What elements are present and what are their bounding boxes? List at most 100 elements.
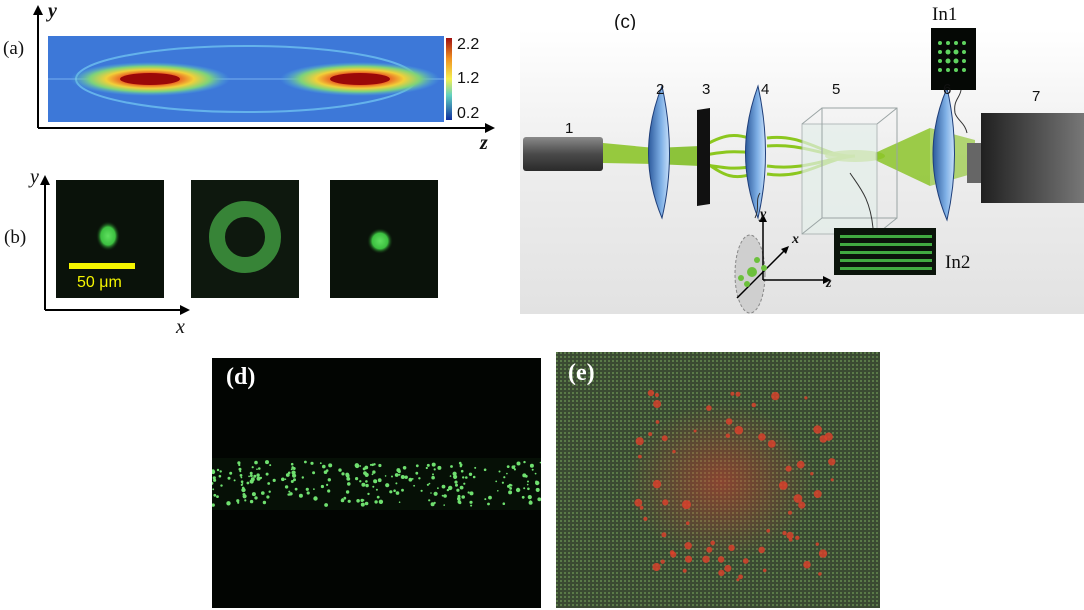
component-number: 6 xyxy=(943,81,952,98)
particle xyxy=(347,482,351,486)
particle xyxy=(408,477,413,482)
particle xyxy=(724,564,732,572)
particle xyxy=(454,480,458,484)
panel-a-axes xyxy=(33,5,495,133)
particle xyxy=(437,487,439,490)
panel-e-image: (e) xyxy=(556,352,880,608)
particle xyxy=(433,468,436,471)
inset-in2-label: In2 xyxy=(945,252,971,273)
particle xyxy=(241,487,246,493)
particle xyxy=(830,478,834,482)
particle xyxy=(287,493,290,496)
particle xyxy=(226,501,231,506)
particle xyxy=(448,485,453,491)
particle xyxy=(818,549,828,558)
particle xyxy=(345,473,350,478)
particle xyxy=(725,433,730,438)
particle xyxy=(497,490,499,492)
particle xyxy=(495,480,498,483)
particle xyxy=(213,478,217,482)
beam-profile-spot-1 xyxy=(56,180,164,298)
particle xyxy=(430,502,435,507)
particle xyxy=(461,495,465,499)
particle xyxy=(250,477,255,482)
panel-b-y-axis-label: y xyxy=(30,166,39,188)
particle xyxy=(828,458,836,466)
particle xyxy=(290,462,294,466)
coordinate-axes-icon xyxy=(734,192,831,314)
particle xyxy=(433,501,436,504)
panel-b-label: (b) xyxy=(4,227,27,248)
particle xyxy=(515,487,521,493)
particle xyxy=(443,494,447,498)
particle xyxy=(428,499,431,502)
particle xyxy=(356,499,360,503)
particle xyxy=(374,500,378,504)
particle xyxy=(484,498,487,501)
particle xyxy=(527,495,532,500)
particle xyxy=(238,467,242,471)
particle xyxy=(523,487,526,490)
particle xyxy=(432,473,434,476)
particle xyxy=(251,492,256,497)
particle xyxy=(268,490,271,493)
laser-source xyxy=(523,137,603,171)
beam-profile-spot-2 xyxy=(330,180,438,298)
particle xyxy=(472,475,476,479)
particle xyxy=(415,464,419,468)
particle xyxy=(535,480,540,486)
particle xyxy=(449,475,452,477)
particle xyxy=(730,391,735,396)
particle xyxy=(529,500,532,503)
particle xyxy=(510,484,513,487)
colorbar-tick: 2.2 xyxy=(457,36,480,53)
particle xyxy=(237,461,241,465)
particle xyxy=(267,482,271,485)
particle xyxy=(457,497,461,501)
particle xyxy=(364,501,369,506)
sample-cell-5 xyxy=(801,107,898,235)
particle xyxy=(258,467,261,470)
particle xyxy=(702,555,710,563)
panel-a-y-axis-label: y xyxy=(48,0,57,22)
particle xyxy=(256,473,260,477)
particle xyxy=(653,400,662,408)
component-number: 3 xyxy=(702,81,711,98)
colorbar-tick: 1.2 xyxy=(457,70,480,87)
particle xyxy=(319,462,322,465)
particle xyxy=(286,474,289,477)
particle xyxy=(212,482,214,485)
particle xyxy=(469,491,474,496)
panel-c-label: (c) xyxy=(614,12,637,33)
particle xyxy=(395,491,400,495)
particle xyxy=(468,472,473,476)
particle xyxy=(521,495,525,499)
particle xyxy=(767,440,776,448)
particle xyxy=(365,483,369,488)
particle xyxy=(402,466,407,470)
particle xyxy=(265,472,269,476)
particle xyxy=(498,470,501,473)
particle xyxy=(441,494,444,497)
particle xyxy=(396,468,401,473)
particle xyxy=(788,537,793,542)
particle xyxy=(361,482,366,487)
particle xyxy=(758,546,765,554)
particle xyxy=(213,493,217,497)
particle xyxy=(290,468,293,471)
particle xyxy=(507,484,510,488)
particle xyxy=(256,468,258,470)
particle xyxy=(327,489,331,493)
particle xyxy=(682,500,691,510)
particle xyxy=(684,542,692,550)
particle xyxy=(523,460,526,464)
particle xyxy=(291,470,296,475)
particle xyxy=(718,569,725,577)
particle xyxy=(531,468,534,471)
particle xyxy=(670,551,677,558)
particle xyxy=(736,578,740,582)
particle xyxy=(212,469,216,475)
particle xyxy=(250,474,253,478)
particle xyxy=(240,476,243,479)
particle xyxy=(662,499,669,506)
